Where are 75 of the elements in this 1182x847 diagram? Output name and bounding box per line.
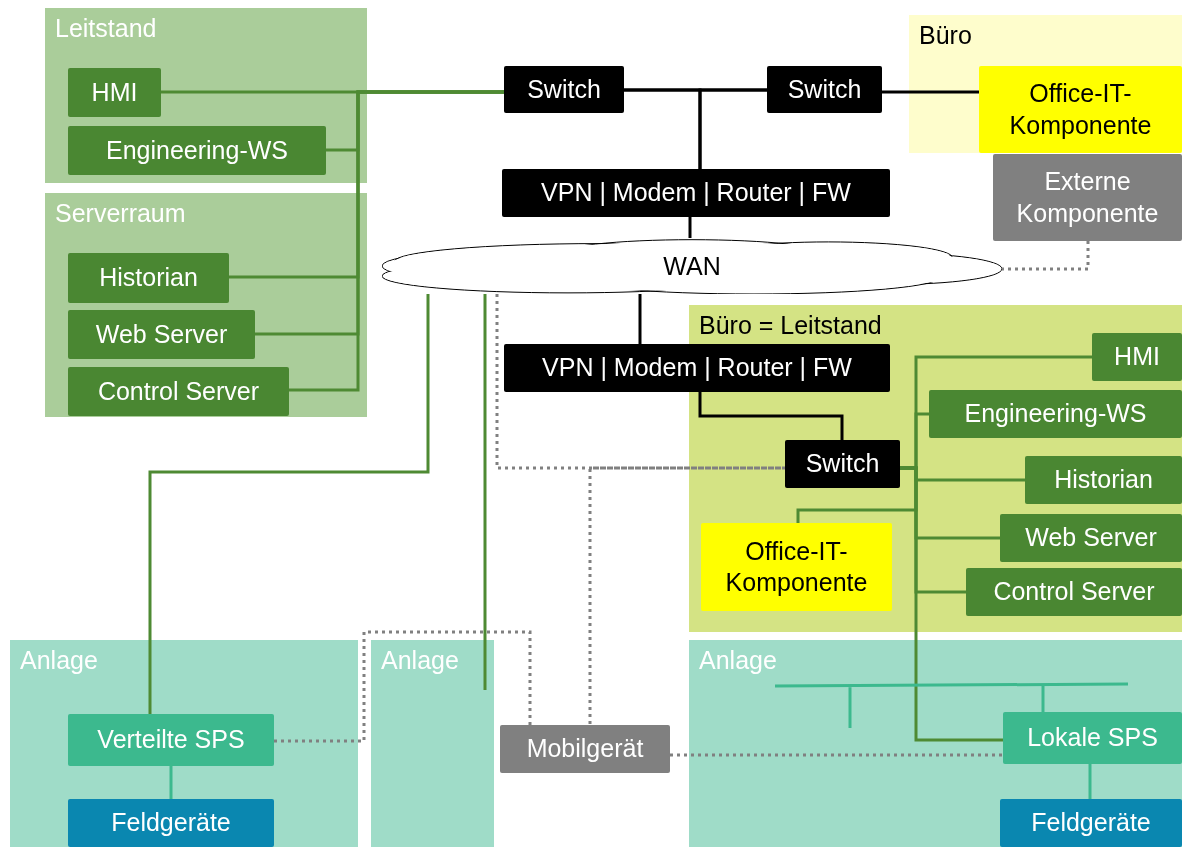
device-label: Engineering-WS xyxy=(106,134,288,166)
device-label: Office-IT-Komponente xyxy=(1008,78,1153,141)
device-label: Verteilte SPS xyxy=(97,724,245,756)
network-line xyxy=(1041,686,1045,712)
device-box xyxy=(767,66,882,113)
zone-label: Anlage xyxy=(699,646,777,675)
dotted-connection-line xyxy=(670,753,1003,757)
device-box xyxy=(1000,514,1182,562)
device-label: HMI xyxy=(1114,341,1160,373)
device-label: Historian xyxy=(1054,464,1153,496)
zone-panel xyxy=(45,8,367,183)
device-box xyxy=(68,253,229,303)
device-label: Switch xyxy=(805,448,880,480)
zone-label: Büro xyxy=(919,21,972,50)
dotted-connection-line xyxy=(1002,241,1090,271)
network-line xyxy=(698,88,767,169)
device-label: Feldgeräte xyxy=(111,807,231,839)
network-line xyxy=(169,766,173,799)
device-box xyxy=(502,169,890,217)
dotted-connection-line xyxy=(588,466,785,725)
device-label: HMI xyxy=(91,76,138,108)
device-box xyxy=(701,523,892,611)
device-label: Switch xyxy=(527,73,601,105)
device-box xyxy=(500,725,670,773)
zone-panel xyxy=(10,640,358,847)
device-label: Lokale SPS xyxy=(1027,722,1158,754)
device-box xyxy=(979,66,1182,153)
network-line xyxy=(1088,764,1092,799)
zone-label: Anlage xyxy=(20,646,98,675)
device-box xyxy=(1025,456,1182,504)
device-label: Web Server xyxy=(95,318,228,350)
zone-label: Büro = Leitstand xyxy=(699,311,882,340)
device-label: Office-IT-Komponente xyxy=(724,535,869,598)
network-line xyxy=(638,294,642,344)
device-box xyxy=(68,367,289,416)
network-line xyxy=(698,392,844,440)
device-label: Feldgeräte xyxy=(1031,807,1151,839)
zone-label: Serverraum xyxy=(55,199,186,228)
device-box xyxy=(966,568,1182,616)
device-box xyxy=(785,440,900,488)
device-label: Control Server xyxy=(993,576,1155,608)
network-line xyxy=(289,90,504,392)
device-box xyxy=(1003,712,1182,764)
device-label: VPN | Modem | Router | FW xyxy=(542,352,852,384)
network-line xyxy=(882,90,979,94)
device-label: Switch xyxy=(787,73,862,105)
zone-panel xyxy=(371,640,494,847)
device-label: Externe Komponente xyxy=(1015,166,1160,229)
zone-panel xyxy=(689,640,1182,847)
device-box xyxy=(68,68,161,117)
network-line xyxy=(148,294,430,714)
dotted-connection-line xyxy=(274,630,532,743)
device-box xyxy=(504,66,624,113)
network-line xyxy=(688,217,692,238)
zone-label: Leitstand xyxy=(55,14,157,43)
device-box xyxy=(68,714,274,766)
device-label: Historian xyxy=(99,262,198,294)
device-box xyxy=(68,799,274,847)
device-label: VPN | Modem | Router | FW xyxy=(541,177,851,209)
device-box xyxy=(929,390,1182,438)
network-line xyxy=(483,294,487,690)
device-label: Mobilgerät xyxy=(526,733,644,765)
device-label: Web Server xyxy=(1025,522,1157,554)
device-box xyxy=(68,126,326,175)
device-box xyxy=(504,344,890,392)
device-label: Control Server xyxy=(97,375,260,407)
device-box xyxy=(68,310,255,359)
device-box xyxy=(1092,333,1182,381)
device-label: Engineering-WS xyxy=(964,398,1147,430)
zone-panel xyxy=(909,15,1182,153)
zone-label: Anlage xyxy=(381,646,459,675)
device-box xyxy=(993,154,1182,241)
device-box xyxy=(1000,799,1182,847)
network-label: WAN xyxy=(663,251,721,281)
zone-panel xyxy=(45,193,367,417)
